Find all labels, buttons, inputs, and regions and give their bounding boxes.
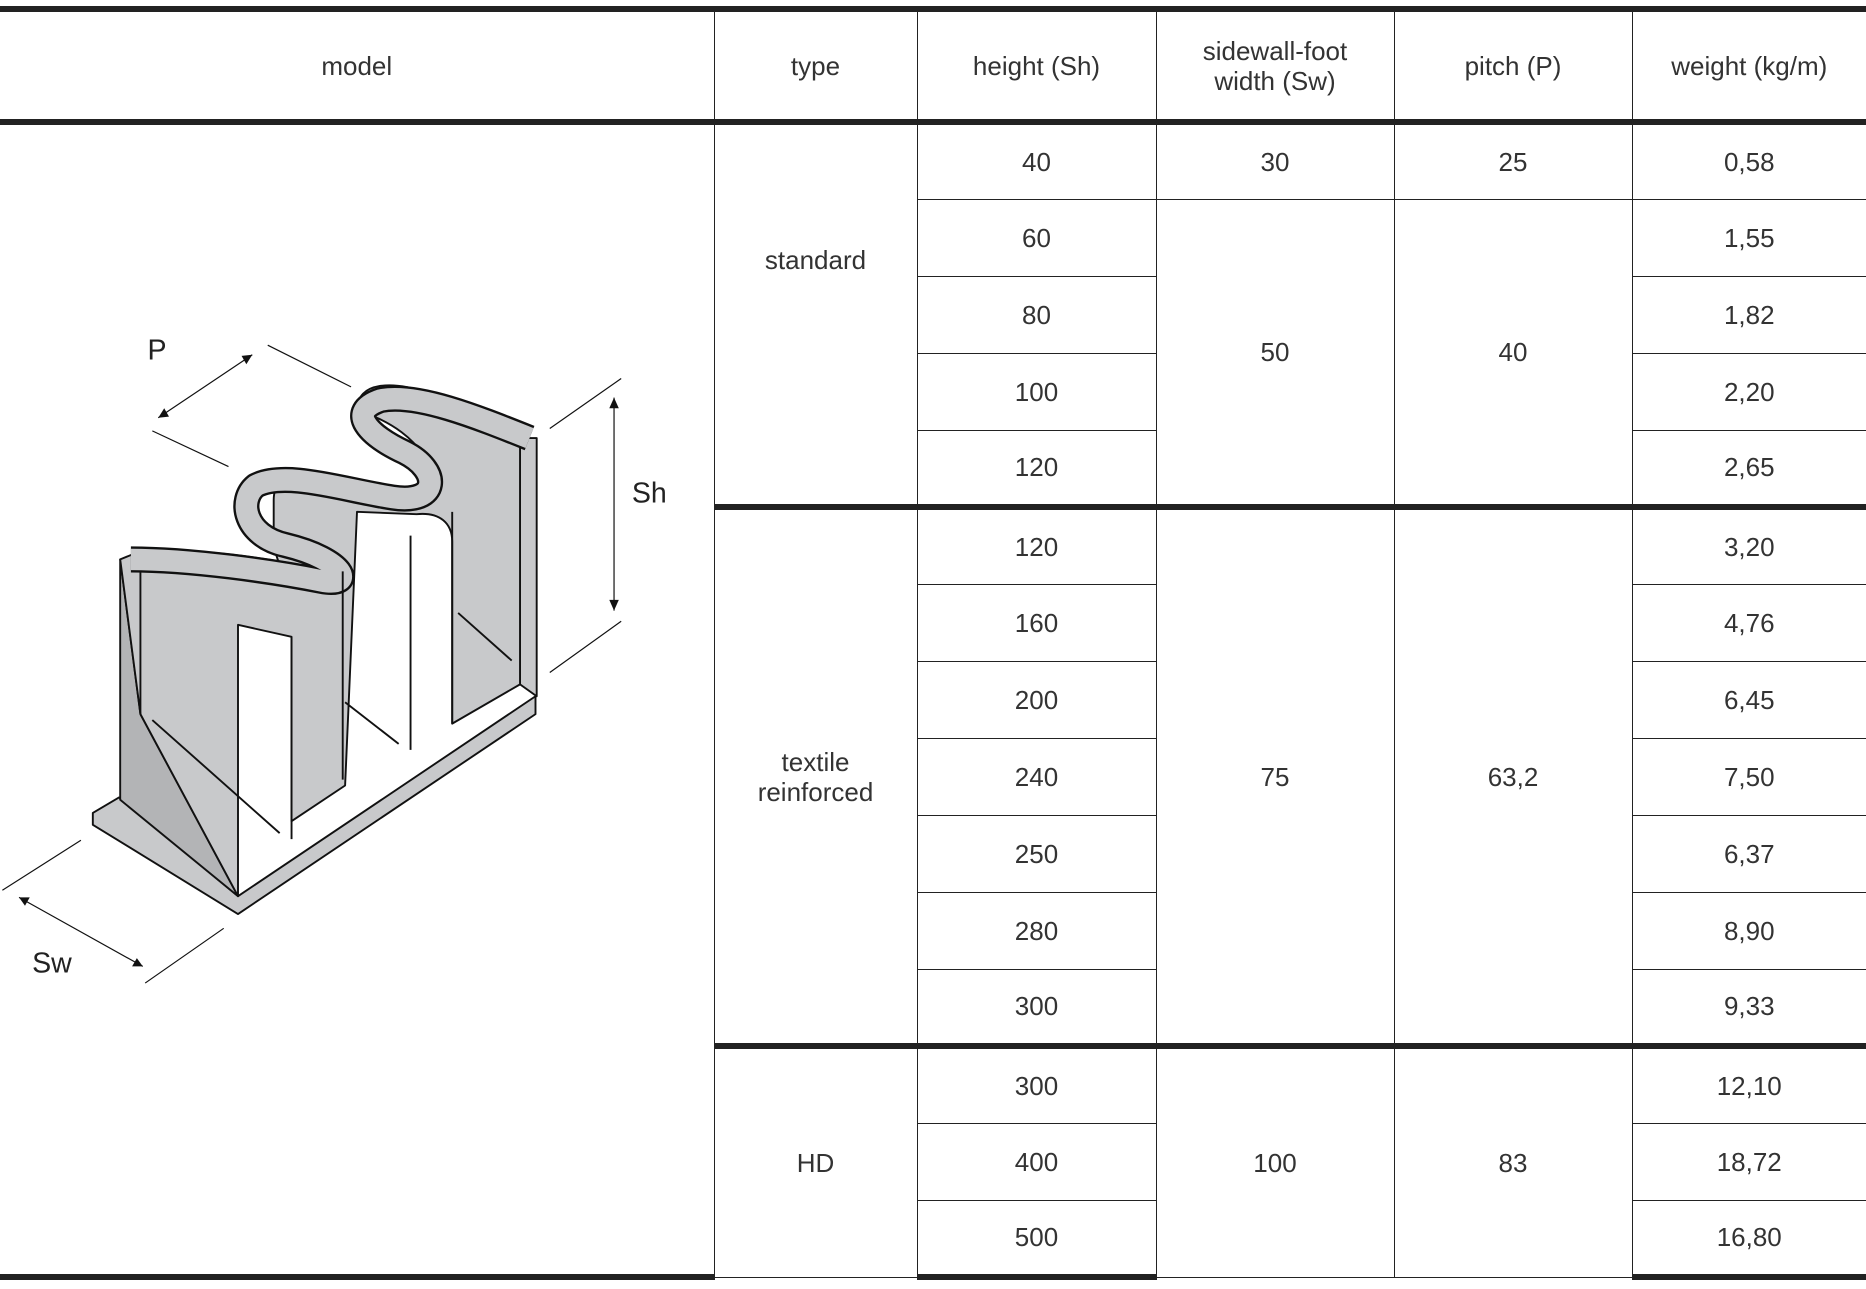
sidewall-cell: 100 bbox=[1155, 1043, 1395, 1278]
weight-cell: 6,37 bbox=[1631, 814, 1866, 893]
header-sidewall-line1: sidewall-foot bbox=[1202, 35, 1348, 66]
table-row: 240 7,50 bbox=[0, 737, 1866, 816]
end-panel bbox=[519, 437, 538, 698]
weight-cell: 0,58 bbox=[1631, 121, 1866, 200]
type-standard: standard bbox=[713, 121, 918, 508]
header-model: model bbox=[0, 6, 715, 125]
table-row: 120 2,65 bbox=[0, 429, 1866, 508]
height-cell: 280 bbox=[916, 891, 1157, 970]
height-cell: 60 bbox=[916, 198, 1157, 277]
sidewall-cell: 50 bbox=[1155, 198, 1395, 508]
height-cell: 80 bbox=[916, 275, 1157, 354]
header-sidewall-line2: width (Sw) bbox=[1214, 65, 1336, 96]
height-cell: 100 bbox=[916, 352, 1157, 431]
label-sw: Sw bbox=[32, 947, 72, 979]
type-hd: HD bbox=[713, 1043, 918, 1278]
header-pitch: pitch (P) bbox=[1393, 6, 1633, 125]
height-cell: 200 bbox=[916, 660, 1157, 739]
dim-lines-p bbox=[152, 344, 352, 468]
table-row: 500 16,80 bbox=[0, 1199, 1866, 1280]
label-sh: Sh bbox=[632, 477, 667, 509]
table-row: 300 9,33 bbox=[0, 968, 1866, 1047]
pitch-cell: 83 bbox=[1393, 1043, 1633, 1278]
weight-cell: 2,20 bbox=[1631, 352, 1866, 431]
height-cell: 250 bbox=[916, 814, 1157, 893]
weight-cell: 7,50 bbox=[1631, 737, 1866, 816]
height-cell: 400 bbox=[916, 1122, 1157, 1201]
header-type: type bbox=[713, 6, 918, 125]
table-row: 160 4,76 bbox=[0, 583, 1866, 662]
weight-cell: 18,72 bbox=[1631, 1122, 1866, 1201]
weight-cell: 4,76 bbox=[1631, 583, 1866, 662]
height-cell: 160 bbox=[916, 583, 1157, 662]
pitch-cell: 25 bbox=[1393, 121, 1633, 200]
weight-cell: 3,20 bbox=[1631, 504, 1866, 585]
weight-cell: 6,45 bbox=[1631, 660, 1866, 739]
weight-cell: 8,90 bbox=[1631, 891, 1866, 970]
height-cell: 120 bbox=[916, 504, 1157, 585]
pitch-cell: 40 bbox=[1393, 198, 1633, 508]
header-weight: weight (kg/m) bbox=[1631, 6, 1866, 125]
sidewall-cell: 30 bbox=[1155, 121, 1395, 200]
table-row: HD 300 100 83 12,10 bbox=[0, 1043, 1866, 1278]
type-line1: textile bbox=[781, 746, 850, 777]
table-row: 60 50 40 1,55 bbox=[0, 198, 1866, 508]
weight-cell: 1,55 bbox=[1631, 198, 1866, 277]
table-row: standard 40 30 25 0,58 bbox=[0, 121, 1866, 1280]
height-cell: 500 bbox=[916, 1199, 1157, 1280]
table-row: 400 18,72 bbox=[0, 1122, 1866, 1201]
dim-lines-sw bbox=[2, 839, 225, 984]
height-cell: 40 bbox=[916, 121, 1157, 200]
header-height: height (Sh) bbox=[916, 6, 1157, 125]
height-cell: 240 bbox=[916, 737, 1157, 816]
label-p: P bbox=[148, 334, 167, 366]
weight-cell: 2,65 bbox=[1631, 429, 1866, 508]
sidewall-illustration: P Sh Sw bbox=[2, 334, 667, 984]
height-cell: 300 bbox=[916, 968, 1157, 1047]
dim-lines-sh bbox=[549, 378, 622, 673]
weight-cell: 12,10 bbox=[1631, 1043, 1866, 1124]
weight-cell: 16,80 bbox=[1631, 1199, 1866, 1280]
weight-cell: 9,33 bbox=[1631, 968, 1866, 1047]
table-row: 250 6,37 bbox=[0, 814, 1866, 893]
sidewall-cell: 75 bbox=[1155, 504, 1395, 1047]
type-line2: reinforced bbox=[757, 776, 874, 807]
height-cell: 120 bbox=[916, 429, 1157, 508]
height-cell: 300 bbox=[916, 1043, 1157, 1124]
weight-cell: 1,82 bbox=[1631, 275, 1866, 354]
pitch-cell: 63,2 bbox=[1393, 504, 1633, 1047]
